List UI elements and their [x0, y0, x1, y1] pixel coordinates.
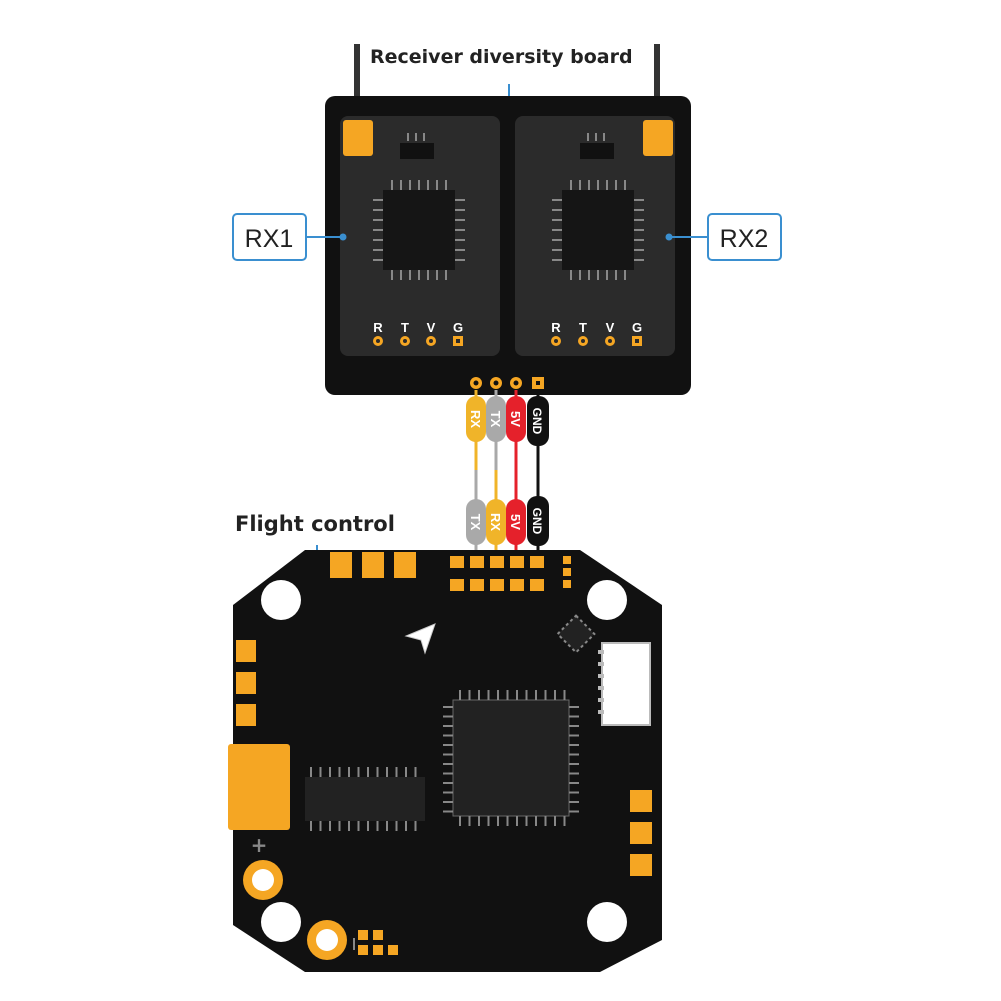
wire-label-bottom-gnd: GND [530, 508, 544, 535]
osd-chip [305, 767, 425, 831]
rx2-module: R T V G [515, 116, 675, 356]
wire-label-bottom-tx: TX [468, 514, 483, 531]
rx2-pin-r: R [551, 320, 561, 335]
receiver-output-pads [470, 377, 544, 389]
wire-label-bottom-rx: RX [488, 513, 503, 531]
mcu-chip [443, 690, 579, 826]
rx1-module: R T V G [340, 116, 500, 356]
orientation-arrow-icon [404, 623, 436, 655]
rx1-pin-v: V [427, 320, 436, 335]
mount-hole-br [587, 902, 627, 942]
power-hole-center [316, 929, 338, 951]
wire-label-bottom-5v: 5V [508, 514, 523, 530]
rx2-pin-t: T [579, 320, 587, 335]
mount-hole-tl [261, 580, 301, 620]
gyro-chip [556, 614, 596, 654]
wire-label-top-gnd: GND [530, 408, 544, 435]
rx2-pin-v: V [606, 320, 615, 335]
wire-label-top-5v: 5V [508, 411, 523, 427]
wire-bundle [466, 390, 549, 552]
antenna-pad-right [643, 120, 673, 156]
mount-hole-tr [587, 580, 627, 620]
plus-sign: + [251, 833, 268, 857]
battery-pad [228, 744, 290, 830]
antenna-pad-left [343, 120, 373, 156]
wire-label-top-rx: RX [468, 410, 483, 428]
rx2-chip [562, 190, 634, 270]
rx1-pin-g: G [453, 320, 463, 335]
flight-control-title: Flight control [235, 512, 395, 536]
rx1-chip [383, 190, 455, 270]
wire-label-top-tx: TX [488, 411, 503, 428]
fc-top-pads [236, 552, 652, 955]
rx2-label: RX2 [720, 225, 769, 253]
rx2-pin-g: G [632, 320, 642, 335]
callout-dot [665, 233, 673, 241]
receiver-title: Receiver diversity board [370, 46, 633, 68]
side-connector [601, 642, 651, 726]
rx1-label: RX1 [245, 225, 294, 253]
callout-dot [339, 233, 347, 241]
power-hole-center [252, 869, 274, 891]
mount-hole-bl [261, 902, 301, 942]
rx1-pin-t: T [401, 320, 409, 335]
rx1-pin-r: R [373, 320, 383, 335]
flight-controller-board [233, 550, 662, 972]
